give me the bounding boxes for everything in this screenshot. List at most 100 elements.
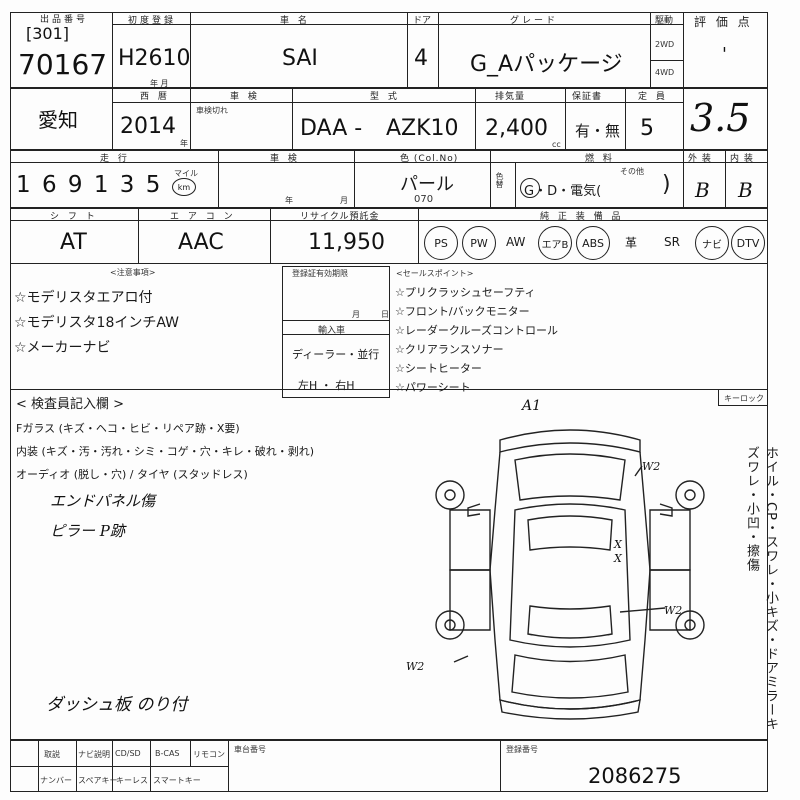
make-label: 車 名 [280,16,310,26]
inspect-year: 年 [285,196,293,205]
color-label: 色 (Col.No) [400,154,459,164]
row1-frame [10,12,768,88]
footer-cell-navi-manual: ナビ説明 [78,750,110,759]
grade-value: G_Aパッケージ [470,52,623,77]
year-value: 2014 [120,114,176,139]
mark-x1: X [614,538,622,551]
fuel-close: ) [662,172,671,197]
displacement-unit: cc [552,140,561,149]
frame-label: 車台番号 [234,745,266,754]
sales-item-6: ☆パワーシート [395,381,471,394]
sales-item-2: ☆フロント/バックモニター [395,305,530,318]
expiry-label: 登録証有効期限 [292,269,348,278]
equipment-label: 純 正 装 備 品 [540,212,624,222]
model-label: 型 式 [370,92,400,102]
reg-label: 登録番号 [506,745,538,754]
doors-label: ドア [413,16,432,26]
exterior-label: 外 装 [688,154,712,164]
drive-4wd: 4WD [655,68,675,77]
expiry-day: 日 [381,310,389,319]
fuel-g-circle [520,178,540,198]
row4-frame [10,208,768,264]
inspector-title: < 検査員記入欄 > [16,397,125,412]
model-value: AZK10 [386,116,459,141]
sales-label: <セールスポイント> [396,269,474,278]
chassis-number: 2086275 [588,764,682,788]
drive-2wd: 2WD [655,40,675,49]
hand-note-3: ダッシュ板 のり付 [46,695,188,715]
equip-aw: AW [506,235,526,249]
keylock-box [718,390,768,406]
ac-label: エ ア コ ン [170,212,236,222]
recycle-label: リサイクル預託金 [300,212,380,222]
keylock-label: キーロック [724,394,764,403]
equipment-list: PS PW AW エアB ABS 革 SR ナビ DTV [420,224,766,262]
footer-cell-keyless: キーレス [116,776,148,785]
footer-cell-plate: ナンバー [40,776,72,785]
equip-abs: ABS [576,226,610,260]
import-label: 輸入車 [318,326,346,336]
side-notes: ホイル・CP・スワレ・小キズ・ドアミラーキズワレ・小凹・擦傷 [744,446,778,731]
displacement-value: 2,400 [485,116,548,141]
equip-leather: 革 [625,236,638,250]
sales-item-5: ☆シートヒーター [395,362,482,375]
sales-item-4: ☆クリアランスソナー [395,343,504,356]
footer-cell-spare-key: スペアキー [78,776,118,785]
recycle-value: 11,950 [308,230,385,255]
inspection-label: 車 検 [230,92,260,102]
entry-number-label: 出品番号 [40,15,89,25]
footer-cell-smart-key: スマートキー [153,776,201,785]
lot-number: 70167 [18,48,108,81]
inspector-frame [10,390,768,740]
import-type: ディーラー・並行 [292,348,380,361]
footer-cell-cdsd: CD/SD [115,749,141,758]
first-reg-label: 初度登録 [128,16,177,26]
caution-item-1: ☆モデリスタエアロ付 [14,290,153,306]
region-value: 愛知 [38,108,78,132]
expiry-month: 月 [352,310,360,319]
first-reg-unit: 年 月 [150,79,169,88]
mark-w2-front: W2 [642,460,661,473]
inspect-month: 月 [340,196,348,205]
car-damage-diagram [435,429,705,720]
caution-item-3: ☆メーカーナビ [14,340,111,356]
sales-item-1: ☆プリクラッシュセーフティ [395,286,536,299]
mark-a1: A1 [522,398,542,414]
equip-pw: PW [462,226,496,260]
displacement-label: 排気量 [495,92,526,102]
shift-label: シ フ ト [50,212,98,222]
expiry-box [282,266,390,398]
equip-dtv: DTV [731,226,765,260]
drive-label: 駆動 [655,16,674,26]
footer-cell-remote: リモコン [193,750,225,759]
capacity-label: 定 員 [638,92,668,102]
equip-navi: ナビ [695,226,729,260]
ac-value: AAC [178,230,224,255]
mark-x2: X [614,552,622,565]
fuel-other: その他 [620,167,644,176]
color-change: 色替 [495,172,504,188]
audio-line: オーディオ (脱し・穴) / タイヤ (スタッドレス) [16,468,248,481]
grade-label: グレード [510,16,559,26]
inspection-note: 車検切れ [196,106,228,115]
exterior-value: B [695,178,710,202]
mileage-label: 走 行 [100,154,130,164]
year-unit: 年 [180,139,188,148]
mark-w2-rear: W2 [406,660,425,673]
color-code: 070 [414,194,434,205]
caution-label: <注意事項> [110,268,156,277]
doors-value: 4 [414,46,428,71]
make-value: SAI [282,46,318,71]
hand-note-2: ピラー P跡 [50,522,125,540]
warranty-label: 保証書 [572,92,603,102]
equip-airbag: エアB [538,226,572,260]
score-value: 3.5 [690,96,751,140]
shift-value: AT [60,230,87,255]
mark-w2-side: W2 [664,604,683,617]
footer-cell-bcas: B-CAS [155,749,180,758]
rating-mark: ' [722,44,727,65]
year-label: 西 暦 [140,92,170,102]
glass-line: Fガラス (キズ・ヘコ・ヒビ・リペア跡・X要) [16,422,240,435]
sales-item-3: ☆レーダークルーズコントロール [395,324,558,337]
